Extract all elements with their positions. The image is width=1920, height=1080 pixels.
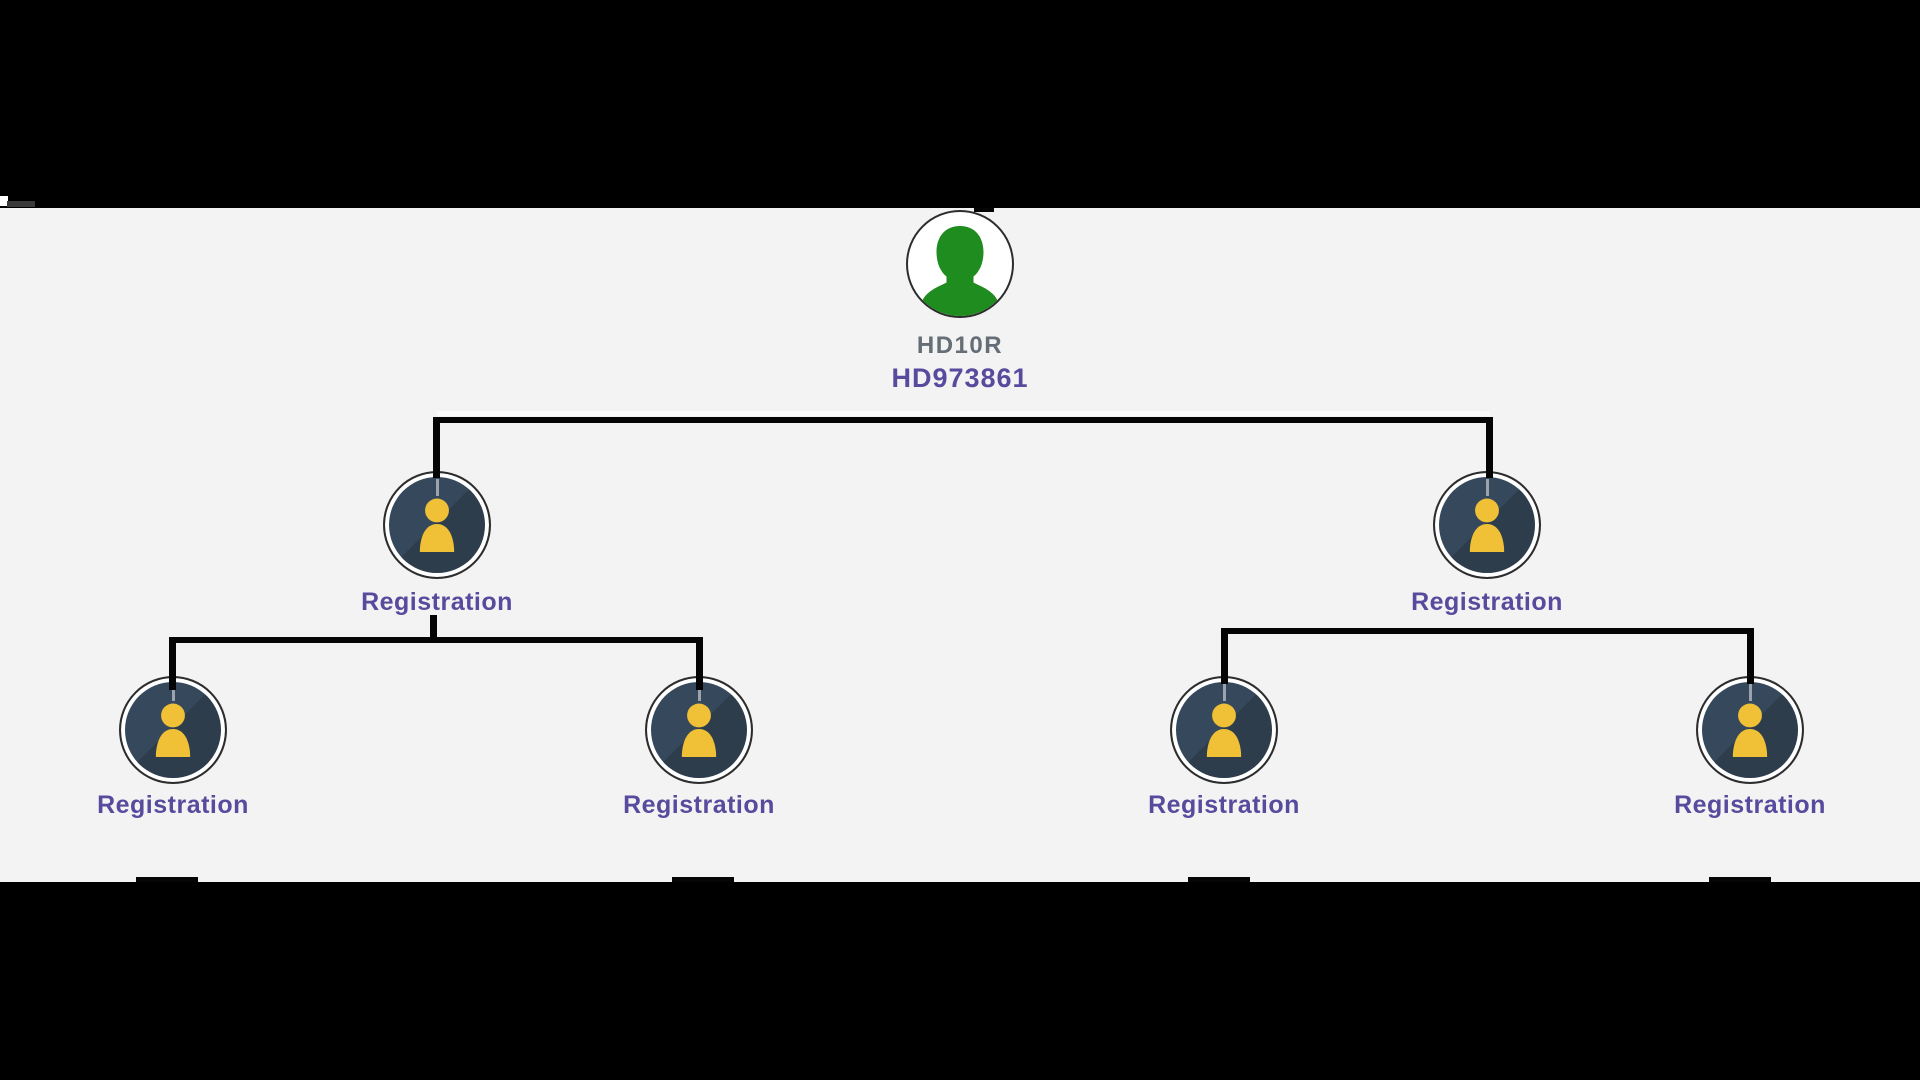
leaf-node-4-label[interactable]: Registration — [1674, 791, 1826, 819]
leaf-node-1-avatar[interactable] — [119, 676, 227, 784]
leaf-node-2-avatar[interactable] — [645, 676, 753, 784]
connector-inner-tick — [698, 684, 701, 701]
person-icon — [1200, 702, 1248, 758]
root-node-avatar[interactable] — [906, 210, 1014, 318]
person-icon — [413, 497, 461, 553]
connector-leaf3-drop — [1221, 628, 1228, 684]
level2-node-1-avatar[interactable] — [383, 471, 491, 579]
hidden-children-stub-4 — [1709, 877, 1771, 882]
connector-l2-left-hbar — [169, 637, 703, 643]
level2-node-2-label[interactable]: Registration — [1411, 588, 1563, 616]
person-icon — [149, 702, 197, 758]
root-top-connector-stub — [974, 208, 994, 212]
leaf-node-3-avatar[interactable] — [1170, 676, 1278, 784]
connector-highlight — [437, 411, 1490, 416]
connector-inner-tick — [1486, 479, 1489, 496]
connector-l1-drop-right — [1486, 417, 1493, 478]
leaf-node-3-label[interactable]: Registration — [1148, 791, 1300, 819]
person-icon — [1726, 702, 1774, 758]
left-edge-artifact-shadow — [7, 201, 35, 207]
hidden-children-stub-1 — [136, 877, 198, 882]
connector-l2-right-hbar — [1221, 628, 1754, 634]
connector-inner-tick — [436, 479, 439, 496]
chart-canvas — [0, 208, 1920, 882]
leaf-node-4-avatar[interactable] — [1696, 676, 1804, 784]
connector-l1-drop-left — [433, 417, 440, 478]
leaf-node-1-label[interactable]: Registration — [97, 791, 249, 819]
root-node-code[interactable]: HD973861 — [891, 363, 1029, 393]
left-edge-artifact — [0, 196, 8, 206]
connector-leaf4-drop — [1747, 628, 1754, 684]
connector-leaf1-drop — [169, 637, 176, 690]
level2-node-2-avatar[interactable] — [1433, 471, 1541, 579]
connector-l1-hbar — [437, 417, 1490, 423]
leaf-node-2-label[interactable]: Registration — [623, 791, 775, 819]
hidden-children-stub-3 — [1188, 877, 1250, 882]
connector-inner-tick — [1223, 684, 1226, 701]
connector-l2-left-stem — [430, 615, 437, 641]
connector-inner-tick — [172, 684, 175, 701]
hidden-children-stub-2 — [672, 877, 734, 882]
root-node-name[interactable]: HD10R — [916, 332, 1004, 359]
connector-inner-tick — [1749, 684, 1752, 701]
connector-leaf2-drop — [696, 637, 703, 690]
level2-node-1-label[interactable]: Registration — [361, 588, 513, 616]
person-icon — [1463, 497, 1511, 553]
person-icon — [675, 702, 723, 758]
